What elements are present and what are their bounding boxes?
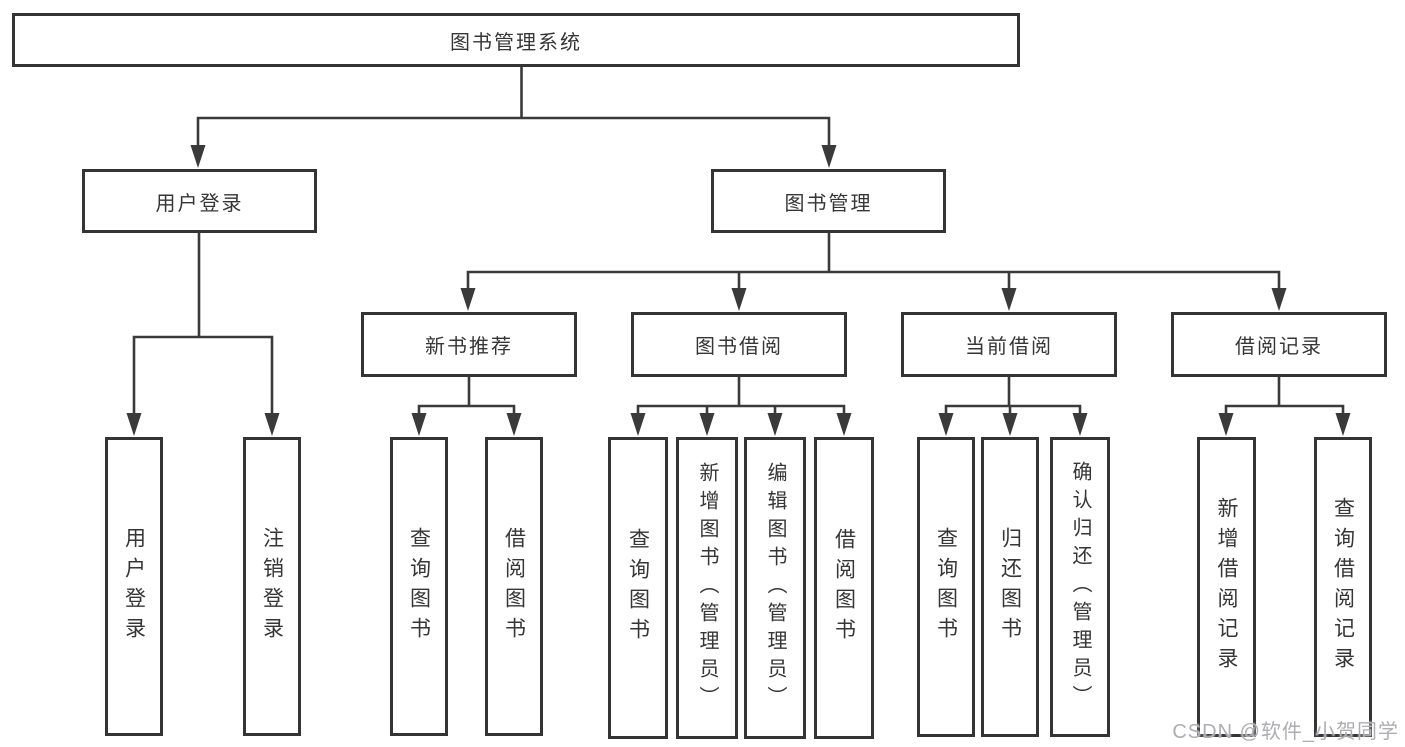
node-book-management: 图书管理 (711, 169, 946, 233)
leaf-borrow-books: 借阅图书 (814, 437, 874, 739)
leaf-query-books-borrow: 查询图书 (608, 437, 668, 739)
leaf-return-books: 归还图书 (981, 437, 1039, 737)
leaf-confirm-return-admin: 确认归还（管理员） (1050, 437, 1110, 737)
node-root-system: 图书管理系统 (12, 13, 1020, 67)
leaf-query-borrow-record: 查询借阅记录 (1314, 437, 1372, 737)
node-new-book-recommendation: 新书推荐 (361, 312, 577, 377)
node-borrowing-records: 借阅记录 (1171, 312, 1387, 377)
leaf-add-borrow-record: 新增借阅记录 (1197, 437, 1256, 737)
leaf-borrow-books-recommend: 借阅图书 (485, 437, 543, 736)
leaf-query-books-recommend: 查询图书 (390, 437, 448, 736)
node-book-borrowing: 图书借阅 (631, 312, 847, 377)
csdn-watermark: CSDN @软件_小贺同学 (1172, 721, 1399, 743)
leaf-add-book-admin: 新增图书（管理员） (676, 437, 738, 739)
leaf-edit-book-admin: 编辑图书（管理员） (744, 437, 806, 739)
node-current-borrowing: 当前借阅 (901, 312, 1117, 377)
node-user-login: 用户登录 (82, 169, 317, 233)
leaf-logout: 注销登录 (243, 437, 301, 736)
leaf-user-login: 用户登录 (105, 437, 163, 736)
leaf-query-books-current: 查询图书 (917, 437, 975, 737)
